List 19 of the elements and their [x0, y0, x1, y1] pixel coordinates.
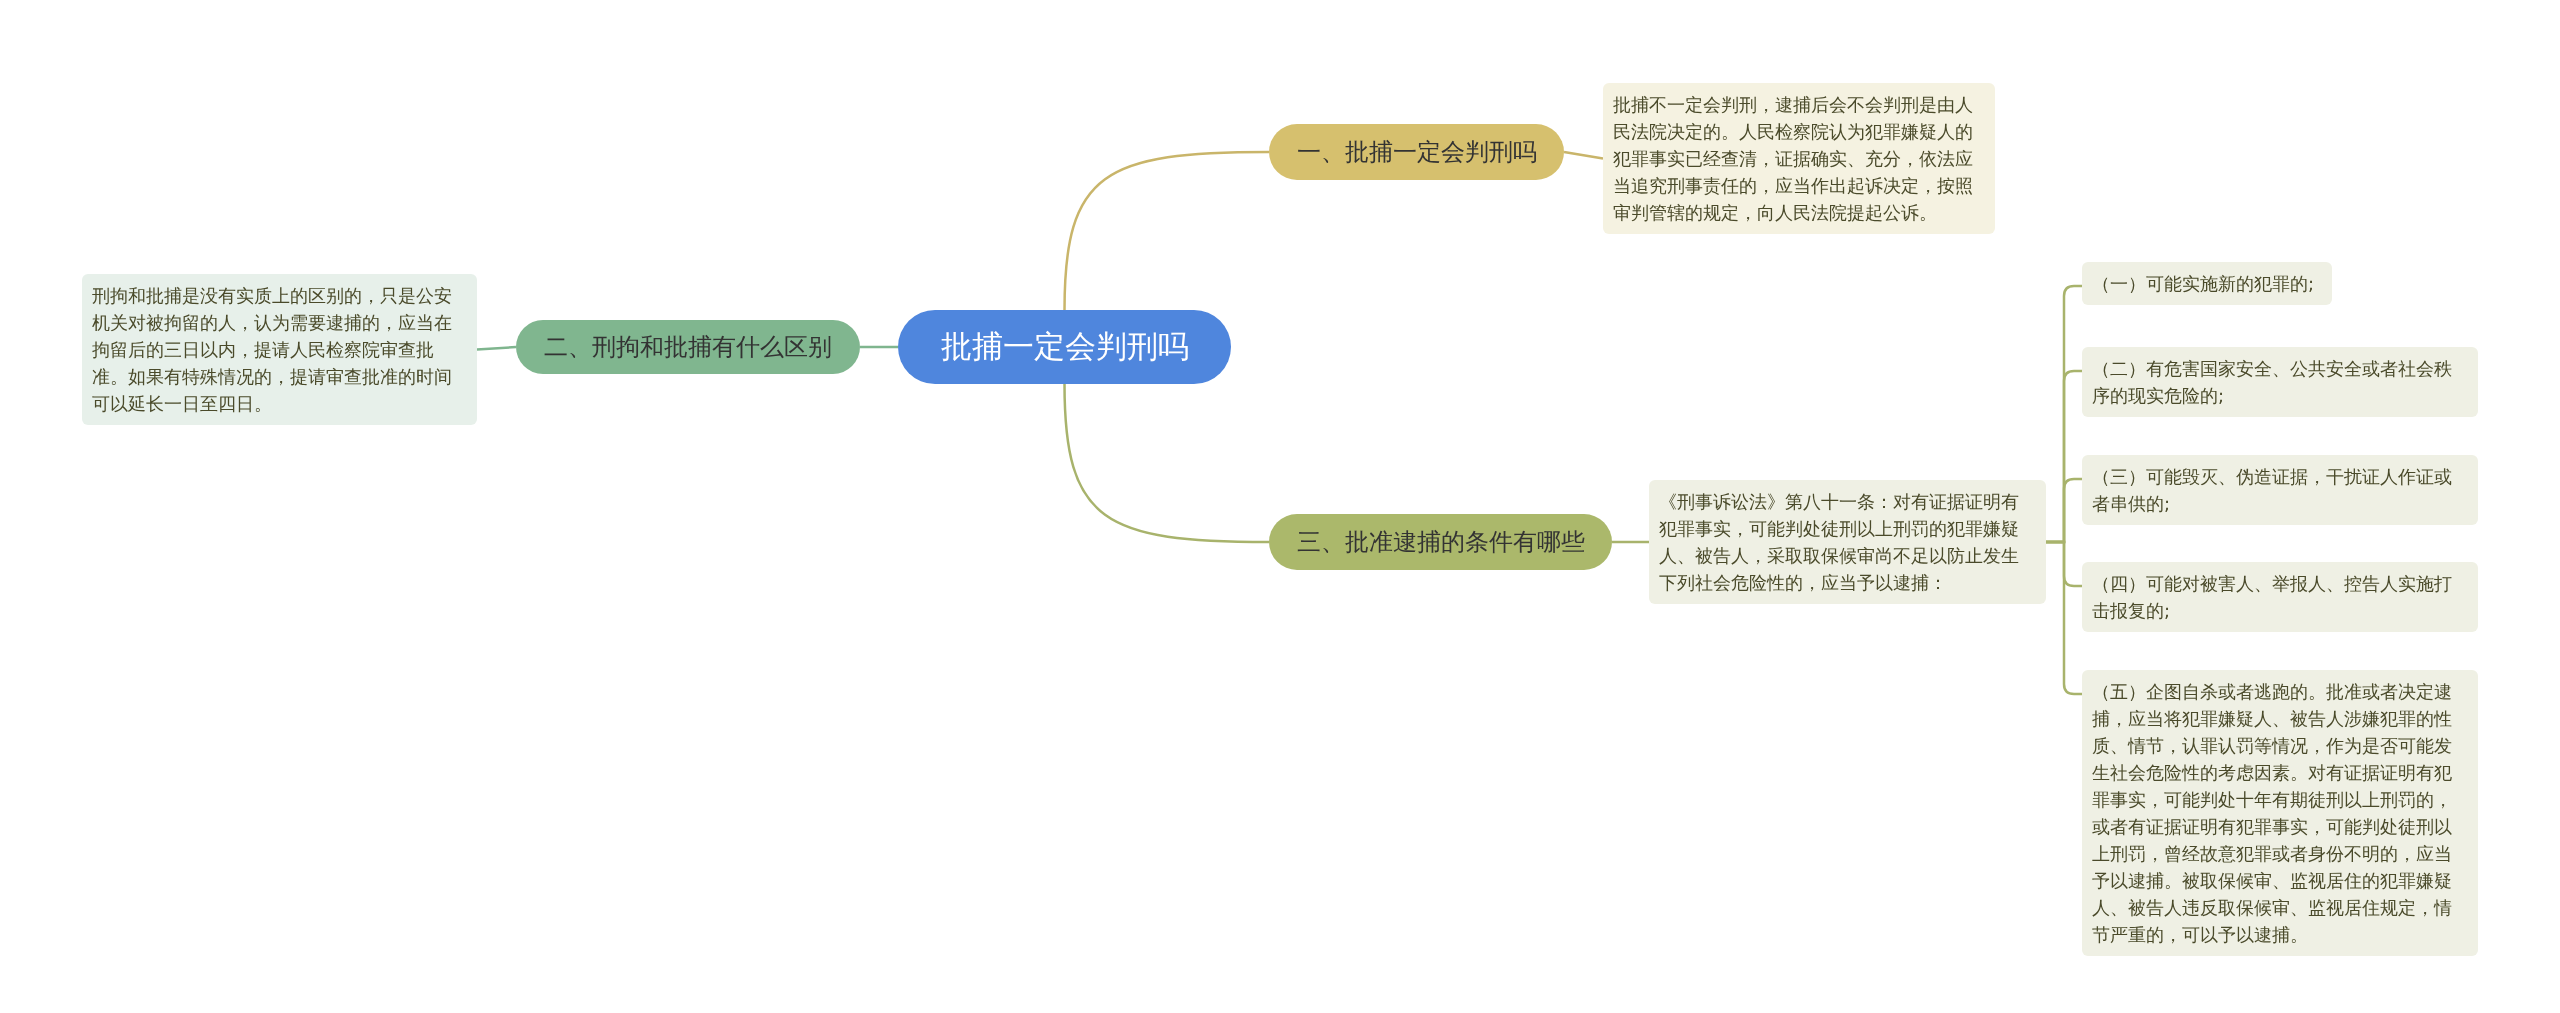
note-box: （五）企图自杀或者逃跑的。批准或者决定逮捕，应当将犯罪嫌疑人、被告人涉嫌犯罪的性质、情节，认罪认罚等情况，作为是否可能发生社会危险性的考虑因素。对有证据证明有犯罪事实，可能判处十年有期徒刑以上刑罚的，或者有证据证明有犯罪事实，可能判处徒刑以上刑罚，曾经故意犯罪或者身份不明的，应当予以逮捕。被取保候审、监视居住的犯罪嫌疑人、被告人违反取保候审、监视居住规定，情节严重的，可以予以逮捕。	[2082, 670, 2478, 956]
note-box: 刑拘和批捕是没有实质上的区别的，只是公安机关对被拘留的人，认为需要逮捕的，应当在拘留后的三日以内，提请人民检察院审查批准。如果有特殊情况的，提请审查批准的时间可以延长一日至四日。	[82, 274, 477, 425]
topic-box: 一、批捕一定会判刑吗	[1269, 124, 1564, 180]
central-topic: 批捕一定会判刑吗	[898, 310, 1231, 384]
connector-line	[1563, 150, 1604, 160]
note-box: 《刑事诉讼法》第八十一条：对有证据证明有犯罪事实，可能判处徒刑以上刑罚的犯罪嫌疑人、被告人，采取取保候审尚不足以防止发生下列社会危险性的，应当予以逮捕：	[1649, 480, 2046, 604]
connector-line	[1063, 150, 1269, 311]
connector-line	[2046, 540, 2082, 696]
connector-line	[1063, 383, 1269, 544]
connector-line	[476, 345, 517, 351]
note-box: （三）可能毁灭、伪造证据，干扰证人作证或者串供的;	[2082, 455, 2478, 525]
connector-line	[1612, 540, 1649, 544]
note-box: （二）有危害国家安全、公共安全或者社会秩序的现实危险的;	[2082, 347, 2478, 417]
topic-box: 三、批准逮捕的条件有哪些	[1269, 514, 1612, 570]
topic-box: 二、刑拘和批捕有什么区别	[516, 320, 860, 374]
note-box: （四）可能对被害人、举报人、控告人实施打击报复的;	[2082, 562, 2478, 632]
connector-line	[860, 345, 898, 349]
note-box: 批捕不一定会判刑，逮捕后会不会判刑是由人民法院决定的。人民检察院认为犯罪嫌疑人的犯罪事实已经查清，证据确实、充分，依法应当追究刑事责任的，应当作出起诉决定，按照审判管辖的规定，向人民法院提起公诉。	[1603, 83, 1995, 234]
note-box: （一）可能实施新的犯罪的;	[2082, 262, 2332, 305]
